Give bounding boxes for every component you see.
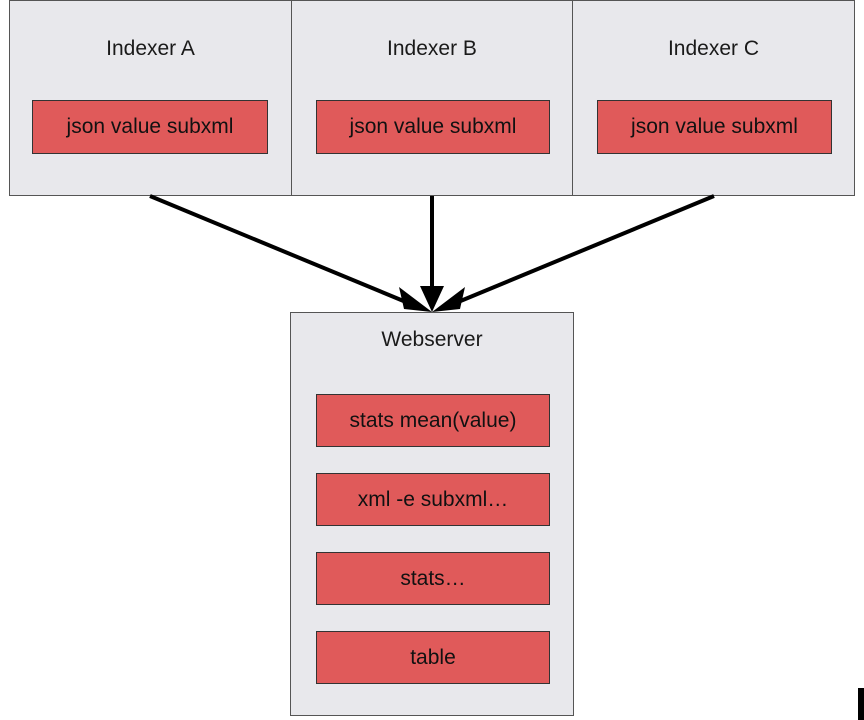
- webserver-title: Webserver: [381, 328, 483, 351]
- arrow-indexer-c-to-webserver: [445, 194, 715, 309]
- indexer-a-box: Indexer A json value subxml: [9, 0, 292, 196]
- webserver-command-2: xml -e subxml…: [316, 473, 550, 526]
- indexer-a-title: Indexer A: [106, 37, 195, 60]
- indexer-c-box: Indexer C json value subxml: [572, 0, 855, 196]
- indexer-c-command: json value subxml: [597, 100, 832, 154]
- webserver-command-4: table: [316, 631, 550, 684]
- indexer-b-box: Indexer B json value subxml: [291, 0, 573, 196]
- indexer-b-command: json value subxml: [316, 100, 550, 154]
- indexer-c-title: Indexer C: [667, 37, 760, 60]
- arrowhead-c: [432, 287, 465, 312]
- edge-mark: [858, 688, 864, 720]
- webserver-command-3: stats…: [316, 552, 550, 605]
- arrow-indexer-a-to-webserver: [149, 194, 419, 309]
- webserver-box: Webserver stats mean(value) xml -e subxm…: [290, 312, 574, 716]
- webserver-command-1: stats mean(value): [316, 394, 550, 447]
- indexer-b-title: Indexer B: [387, 37, 477, 60]
- arrowhead-b: [420, 286, 444, 312]
- indexer-a-command: json value subxml: [32, 100, 268, 154]
- arrowhead-a: [399, 287, 432, 312]
